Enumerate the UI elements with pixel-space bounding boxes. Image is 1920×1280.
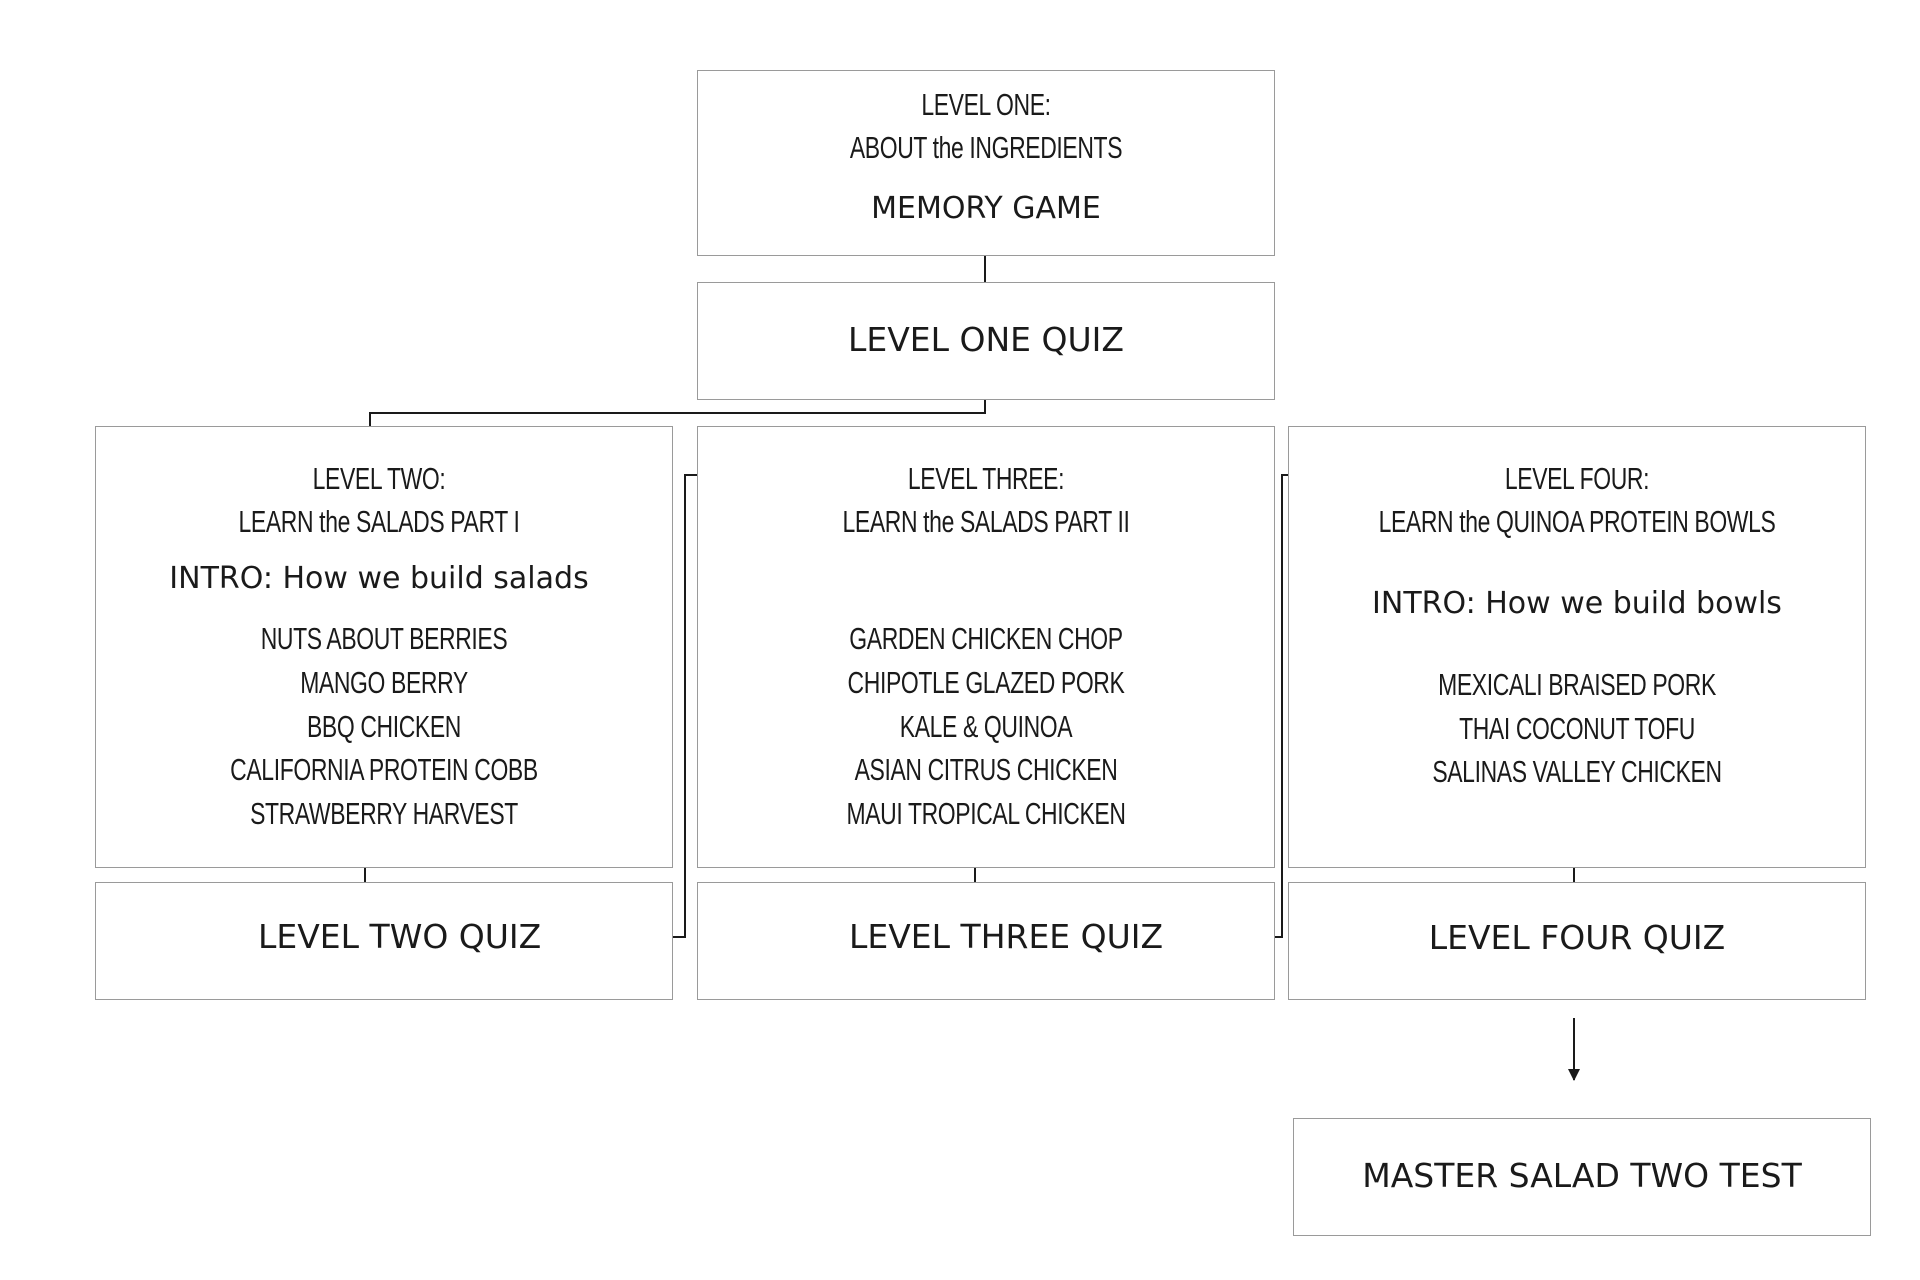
level-three-box: LEVEL THREE: LEARN the SALADS PART II GA… [697, 426, 1275, 868]
level-two-intro: INTRO: How we build salads [169, 561, 589, 596]
level-four-item-2: THAI COCONUT TOFU [1459, 711, 1695, 746]
level-one-quiz-label: LEVEL ONE QUIZ [847, 320, 1124, 359]
level-two-quiz-label: LEVEL TWO QUIZ [258, 917, 542, 956]
level-three-heading: LEVEL THREE: [907, 461, 1065, 496]
master-test-box: MASTER SALAD TWO TEST [1293, 1118, 1871, 1236]
level-two-box: LEVEL TWO: LEARN the SALADS PART I INTRO… [95, 426, 673, 868]
level-four-heading: LEVEL FOUR: [1504, 461, 1650, 496]
level-three-item-3: KALE & QUINOA [899, 709, 1073, 744]
level-two-item-3: BBQ CHICKEN [306, 709, 461, 744]
level-two-subheading: LEARN the SALADS PART I [238, 504, 520, 539]
level-four-quiz-label: LEVEL FOUR QUIZ [1428, 918, 1726, 957]
level-three-item-1: GARDEN CHICKEN CHOP [849, 621, 1123, 656]
level-four-subheading: LEARN the QUINOA PROTEIN BOWLS [1378, 504, 1776, 539]
level-three-quiz-box [697, 882, 1275, 1000]
level-two-heading: LEVEL TWO: [312, 461, 446, 496]
level-two-item-1: NUTS ABOUT BERRIES [260, 621, 508, 656]
level-two-item-4: CALIFORNIA PROTEIN COBB [230, 752, 538, 787]
level-one-box: LEVEL ONE: ABOUT the INGREDIENTS MEMORY … [697, 70, 1275, 256]
level-three-item-4: ASIAN CITRUS CHICKEN [854, 752, 1118, 787]
level-four-item-3: SALINAS VALLEY CHICKEN [1432, 754, 1722, 789]
level-one-heading: LEVEL ONE: [921, 87, 1051, 122]
level-four-quiz-box: LEVEL FOUR QUIZ [1288, 882, 1866, 1000]
level-three-item-5: MAUI TROPICAL CHICKEN [846, 796, 1126, 831]
level-two-item-5: STRAWBERRY HARVEST [250, 796, 518, 831]
level-two-quiz-box [95, 882, 673, 1000]
level-one-quiz-box: LEVEL ONE QUIZ [697, 282, 1275, 400]
level-two-item-2: MANGO BERRY [300, 665, 468, 700]
level-one-subheading: ABOUT the INGREDIENTS [849, 130, 1123, 165]
level-three-subheading: LEARN the SALADS PART II [842, 504, 1130, 539]
level-four-intro: INTRO: How we build bowls [1372, 586, 1782, 621]
level-one-activity: MEMORY GAME [871, 191, 1101, 226]
master-test-label: MASTER SALAD TWO TEST [1362, 1156, 1802, 1195]
level-three-quiz-label: LEVEL THREE QUIZ [849, 917, 1164, 956]
level-three-item-2: CHIPOTLE GLAZED PORK [847, 665, 1125, 700]
level-four-item-1: MEXICALI BRAISED PORK [1438, 667, 1716, 702]
level-four-box: LEVEL FOUR: LEARN the QUINOA PROTEIN BOW… [1288, 426, 1866, 868]
